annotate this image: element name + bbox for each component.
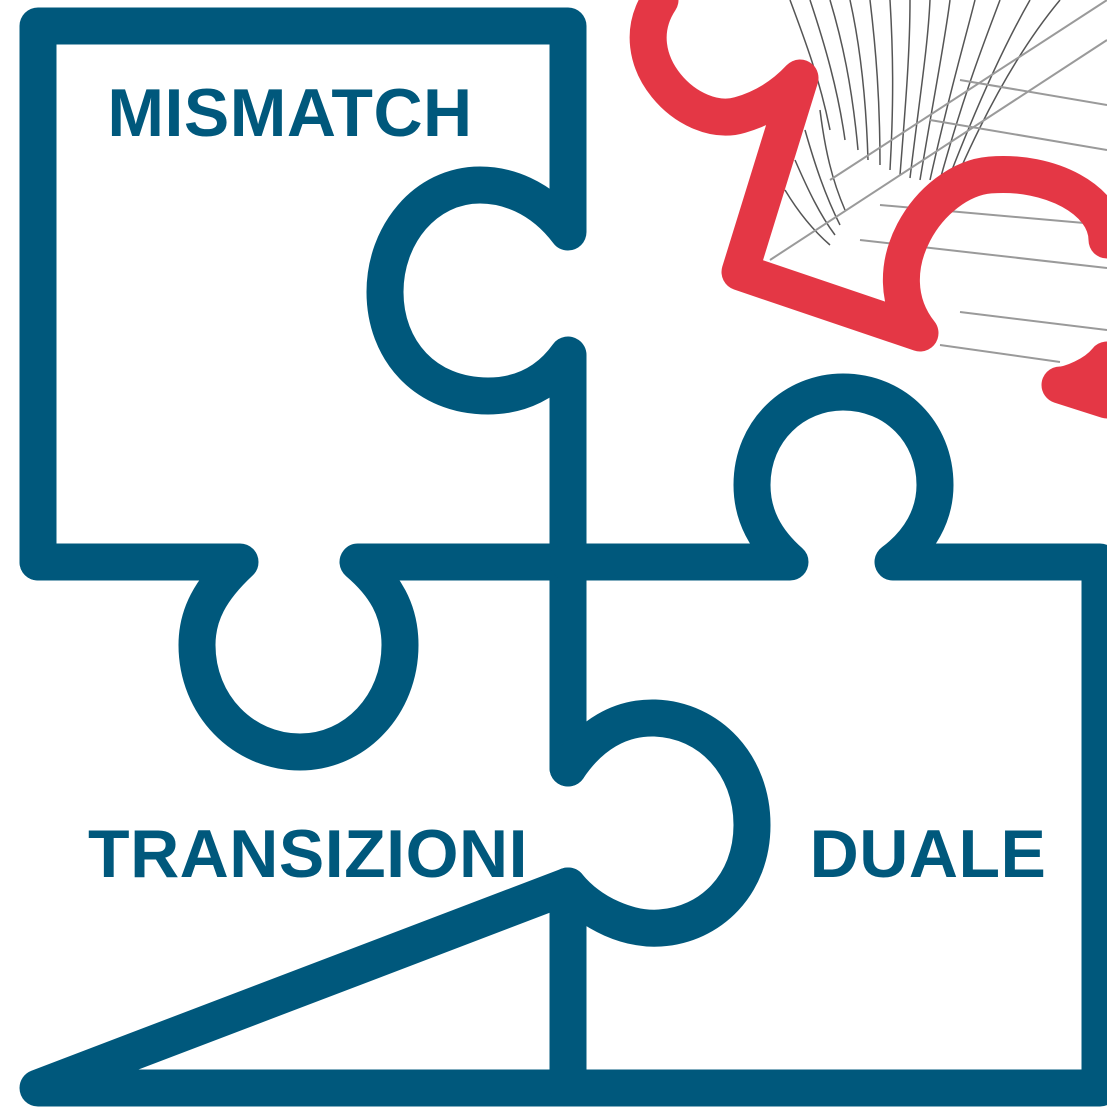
label-transizioni: TRANSIZIONI: [88, 816, 528, 892]
label-duale: DUALE: [810, 816, 1047, 892]
blue-pieces: [19, 7, 1107, 1107]
puzzle-piece-top-left: [19, 7, 587, 581]
label-mismatch: MISMATCH: [107, 75, 472, 151]
puzzle-piece-red: [629, 0, 1107, 419]
sketch-hatching: [769, 0, 1107, 363]
puzzle-piece-bottom-right: [549, 373, 1107, 1107]
